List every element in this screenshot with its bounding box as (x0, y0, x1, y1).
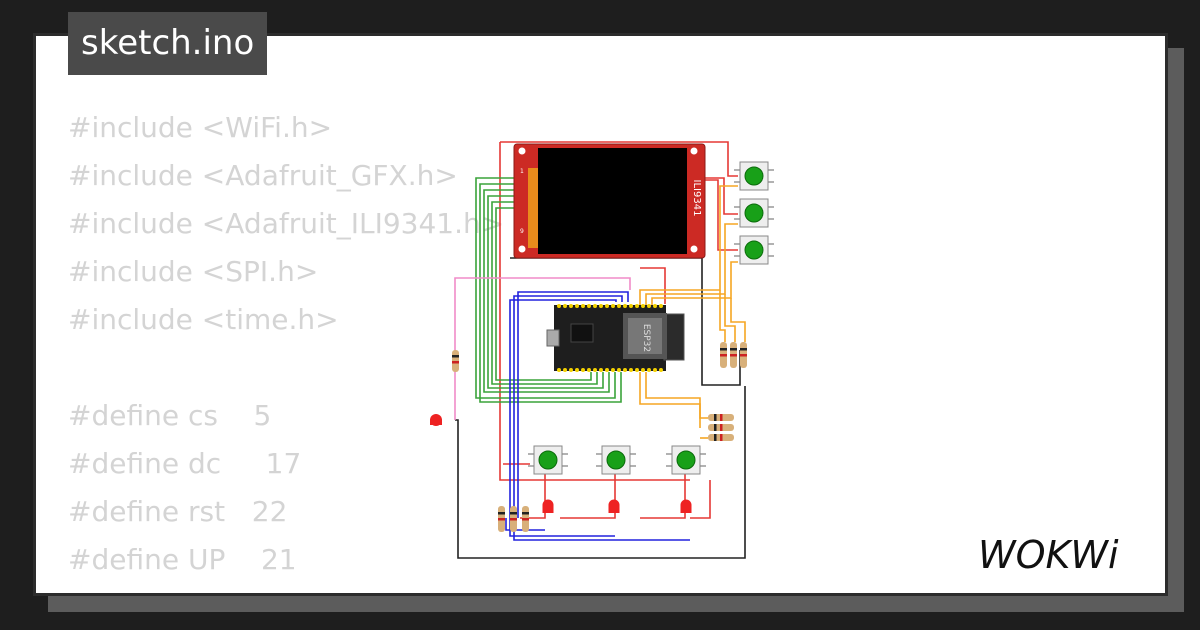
code-line: #define dc 17 (68, 447, 302, 480)
pushbutton-right-2[interactable] (734, 198, 774, 228)
board-label: ESP32 (641, 324, 651, 352)
esp32-board[interactable]: ESP32 (546, 305, 685, 371)
code-line: #include <WiFi.h> (68, 111, 333, 144)
code-line: #define rst 22 (68, 495, 288, 528)
led-bottom-3 (680, 499, 692, 513)
pushbutton-bottom-3[interactable] (666, 445, 706, 475)
code-line: #define UP 21 (68, 543, 297, 576)
resistor-row-right (708, 414, 734, 441)
circuit-diagram[interactable]: ILI9341 1 9 ESP32 (420, 100, 780, 570)
resistor-column-right (720, 342, 747, 368)
logo-text: WOKWi (978, 533, 1119, 577)
code-line: #define cs 5 (68, 399, 272, 432)
resistor-column-bottom (498, 506, 529, 532)
wokwi-logo[interactable]: WOKWi (974, 526, 1154, 582)
display-pin-first: 1 (520, 168, 524, 175)
led-left (430, 414, 442, 426)
esp32-pin-row-top (557, 304, 663, 308)
file-name-tab[interactable]: sketch.ino (68, 12, 268, 75)
pushbutton-right-3[interactable] (734, 235, 774, 265)
code-line: #define DOWN 19 (68, 584, 504, 593)
pushbutton-bottom-1[interactable] (528, 445, 568, 475)
display-pin-last: 9 (520, 228, 524, 235)
esp32-pin-row-bottom (557, 368, 663, 372)
code-line: #include <Adafruit_ILI9341.h> (68, 207, 505, 240)
ili9341-display[interactable]: ILI9341 1 9 (513, 143, 706, 259)
led-bottom-2 (608, 499, 620, 513)
display-label: ILI9341 (691, 180, 702, 217)
code-line: #include <time.h> (68, 303, 339, 336)
code-line: #include <SPI.h> (68, 255, 319, 288)
code-preview: #include <WiFi.h> #include <Adafruit_GFX.… (68, 104, 505, 593)
pushbutton-bottom-2[interactable] (596, 445, 636, 475)
code-line: #include <Adafruit_GFX.h> (68, 159, 458, 192)
pushbutton-right-1[interactable] (734, 161, 774, 191)
resistor-led-left (452, 350, 459, 372)
led-bottom-1 (542, 499, 554, 513)
